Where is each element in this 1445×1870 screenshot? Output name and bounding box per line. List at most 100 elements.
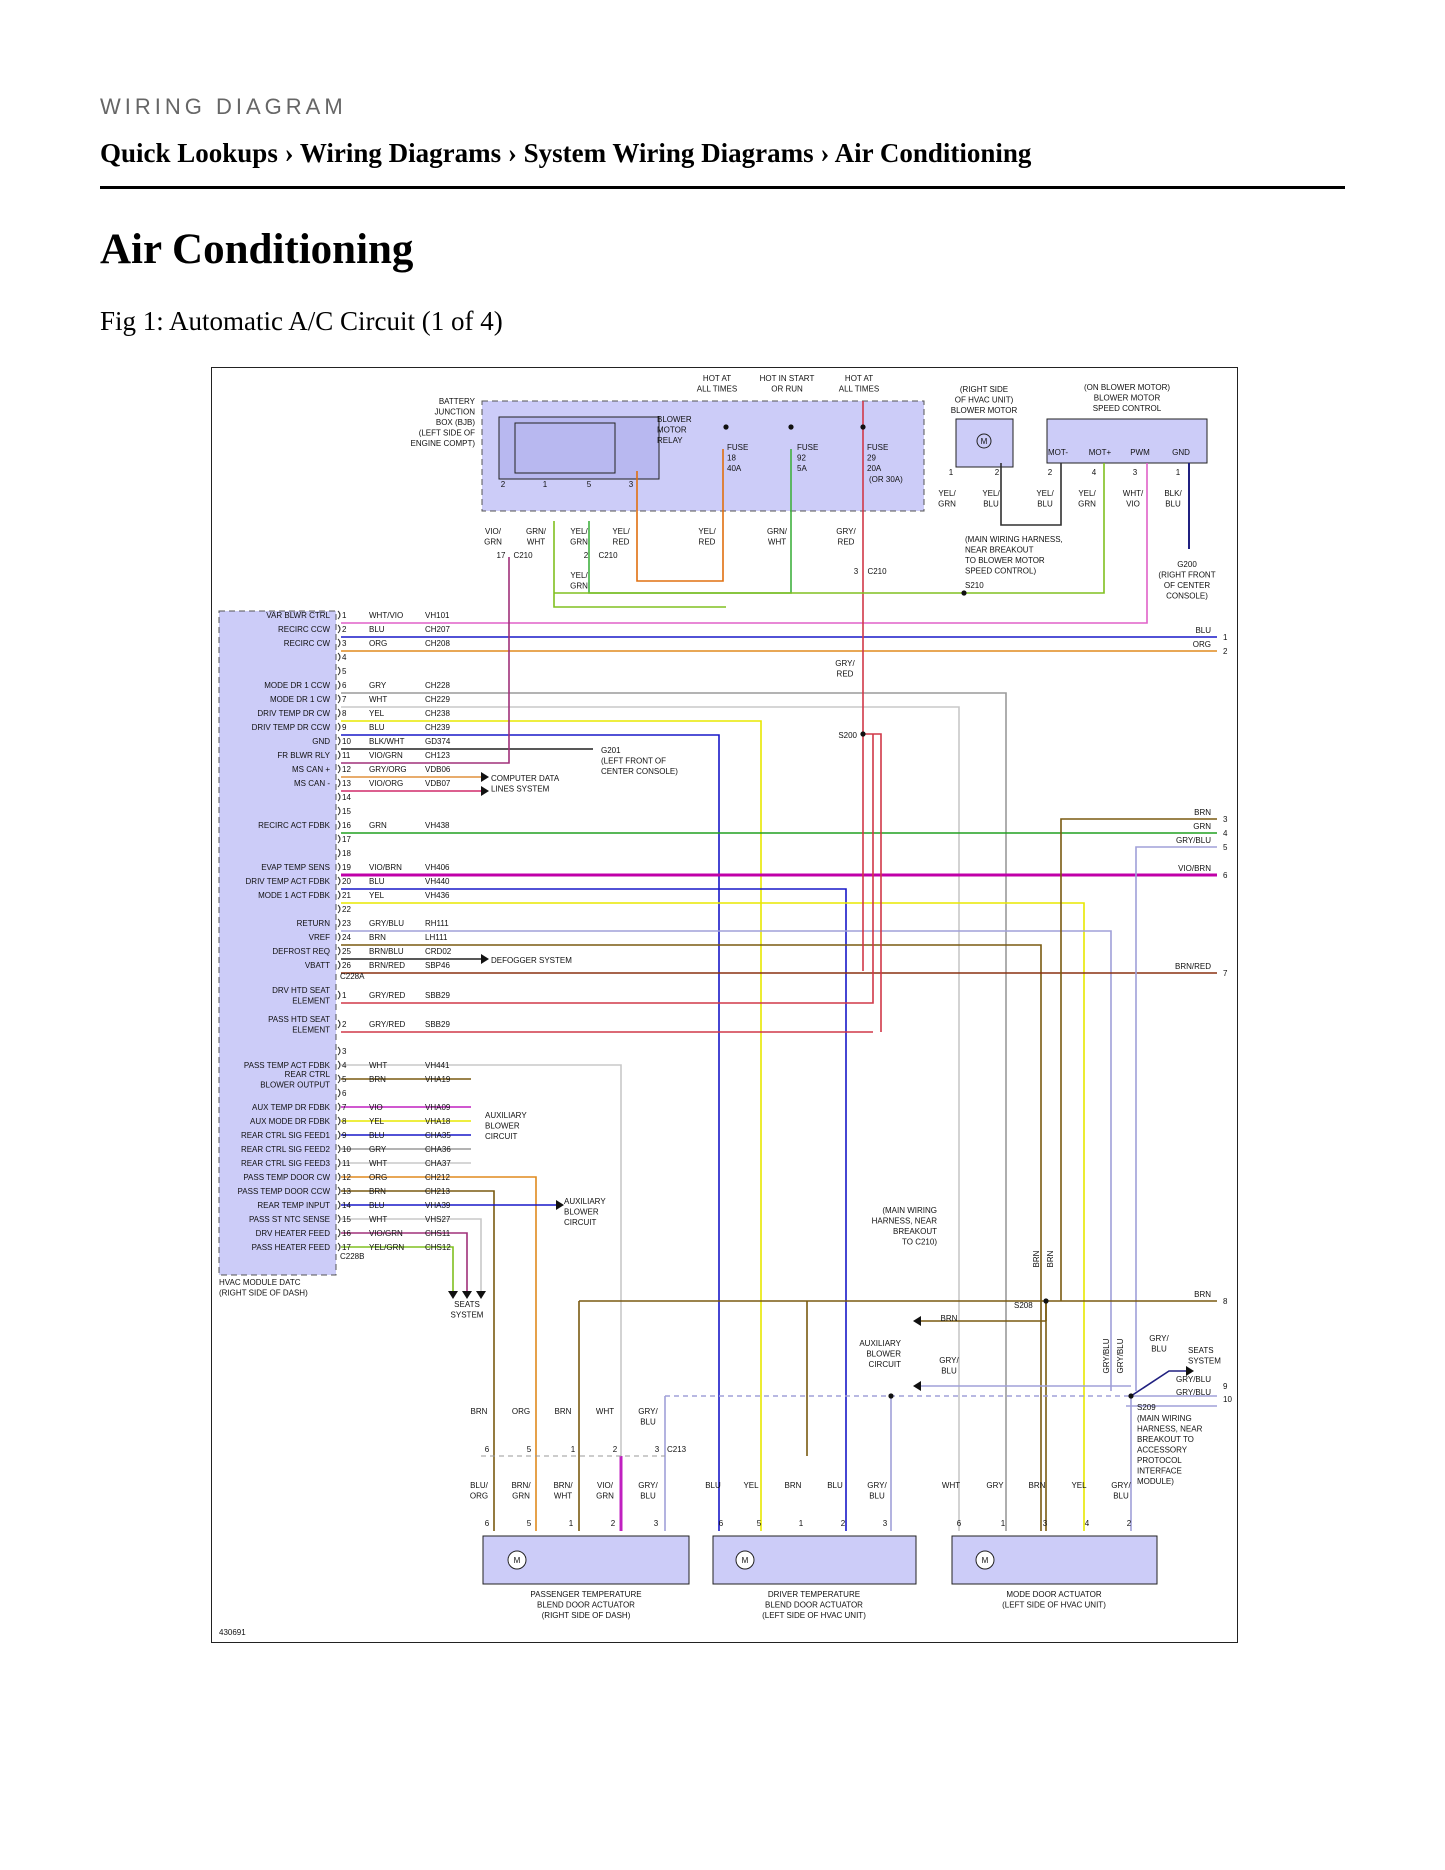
pin-name: MODE DR 1 CCW [264, 681, 330, 690]
wire-mode-dr1-ccw [341, 692, 1007, 1531]
wire-color: YEL [369, 1117, 385, 1126]
circuit-id: LH111 [425, 933, 448, 942]
pin-c210: 2 [584, 551, 589, 560]
wire-color: YEL [369, 891, 385, 900]
pin-number: 11 [342, 1159, 351, 1168]
right-wire-number: 10 [1223, 1395, 1232, 1404]
circuit-id: CH229 [425, 695, 450, 704]
pin-number: 1 [342, 991, 347, 1000]
wire-yel-grn-motor [554, 463, 1105, 594]
actuator-wire-color: BLU/ORG [470, 1481, 489, 1501]
relay-pin: 1 [543, 480, 548, 489]
wire-color: VIO/BRN [369, 863, 402, 872]
circuit-id: SBB29 [425, 1020, 450, 1029]
wire-color: BLK/WHT [369, 737, 405, 746]
c213-wire-color: WHT [596, 1407, 614, 1416]
c213-pin: 2 [613, 1445, 618, 1454]
actuator-wire-color: BRN/GRN [511, 1481, 531, 1501]
c213-pin: 3 [655, 1445, 660, 1454]
c213-wire-color: ORG [512, 1407, 530, 1416]
actuator-label: MODE DOOR ACTUATOR(LEFT SIDE OF HVAC UNI… [1002, 1590, 1106, 1610]
actuator-pin: 3 [654, 1519, 659, 1528]
pin-name: DRIV TEMP ACT FDBK [246, 877, 331, 886]
pin-number: 4 [342, 653, 347, 662]
circuit-id: CH228 [425, 681, 450, 690]
pin-connector [337, 806, 341, 816]
pin-name: RECIRC CW [284, 639, 331, 648]
right-wire-label: ORG [1193, 640, 1211, 649]
pin-name: PASS HEATER FEED [252, 1243, 331, 1252]
motor-symbol-text: M [981, 437, 988, 446]
motor-symbol [507, 1550, 527, 1570]
wire-color: GRY/RED [835, 659, 855, 679]
blower-motor [955, 418, 1014, 468]
right-wire-number: 4 [1223, 829, 1228, 838]
blower-speed-control [1046, 418, 1208, 464]
wire-color-motor: YEL/GRN [1078, 489, 1096, 509]
pin-connector [337, 1116, 341, 1126]
connector-c210: C210 [513, 551, 533, 560]
pin-connector [337, 764, 341, 774]
wire-color: GRY [369, 1145, 387, 1154]
terminal-label: PWM [1130, 448, 1150, 457]
pin-connector [337, 1186, 341, 1196]
splice-s209: S209 [1137, 1403, 1156, 1412]
fuse-alt: (OR 30A) [869, 475, 903, 484]
pin-connector [337, 990, 341, 1000]
right-wire-label: GRY/BLU [1176, 1375, 1211, 1384]
pin-name: PASS TEMP DOOR CCW [238, 1187, 331, 1196]
actuator-wire-color: YEL [1071, 1481, 1087, 1490]
circuit-id: VH406 [425, 863, 450, 872]
right-wire-label: BRN/RED [1175, 962, 1211, 971]
wire-color: VIO [369, 1103, 383, 1112]
circuit-id: CH238 [425, 709, 450, 718]
wire-driv-temp-act-fdbk [341, 888, 847, 1531]
pin-number: 12 [342, 1173, 351, 1182]
actuator-pin: 4 [1085, 1519, 1090, 1528]
pin-connector [337, 904, 341, 914]
right-wire-label: GRN [1193, 822, 1211, 831]
wire-color: BLU [369, 1131, 385, 1140]
wire-color: BRN [369, 1187, 386, 1196]
terminal-label: MOT+ [1089, 448, 1112, 457]
c213-wire-color: GRY/BLU [638, 1407, 658, 1427]
right-wire-number: 3 [1223, 815, 1228, 824]
motor-pin: 2 [995, 468, 1000, 477]
pin-number: 9 [342, 723, 347, 732]
pin-name: GND [312, 737, 330, 746]
wire-color: WHT [369, 1061, 387, 1070]
pin-number: 3 [342, 639, 347, 648]
motor-symbol-text: M [742, 1556, 749, 1565]
wire-color-vertical: BRN [1046, 1250, 1055, 1267]
wire-grybly-seats [1130, 1370, 1186, 1397]
wire-color: YEL [369, 709, 385, 718]
actuator-wire-color: VIO/GRN [596, 1481, 614, 1501]
arrow [556, 1200, 564, 1210]
pin-name: REAR TEMP INPUT [257, 1201, 330, 1210]
pin-connector [337, 624, 341, 634]
pin-name: RECIRC CCW [278, 625, 330, 634]
pin-connector [337, 932, 341, 942]
pin-number: 8 [342, 709, 347, 718]
splice-dot [723, 424, 729, 430]
wire-color-motor: YEL/BLU [982, 489, 1000, 509]
pin-number: 2 [342, 625, 347, 634]
pin-number: 14 [342, 793, 351, 802]
pin-connector [337, 610, 341, 620]
relay-pin: 2 [501, 480, 506, 489]
wire-color: BLU [369, 877, 385, 886]
circuit-id: CRD02 [425, 947, 452, 956]
pin-name: DEFROST REQ [272, 947, 330, 956]
pin-name: REAR CTRL SIG FEED2 [241, 1145, 331, 1154]
pin-number: 15 [342, 807, 351, 816]
pin-name: MODE 1 ACT FDBK [258, 891, 331, 900]
c213-pin: 5 [527, 1445, 532, 1454]
